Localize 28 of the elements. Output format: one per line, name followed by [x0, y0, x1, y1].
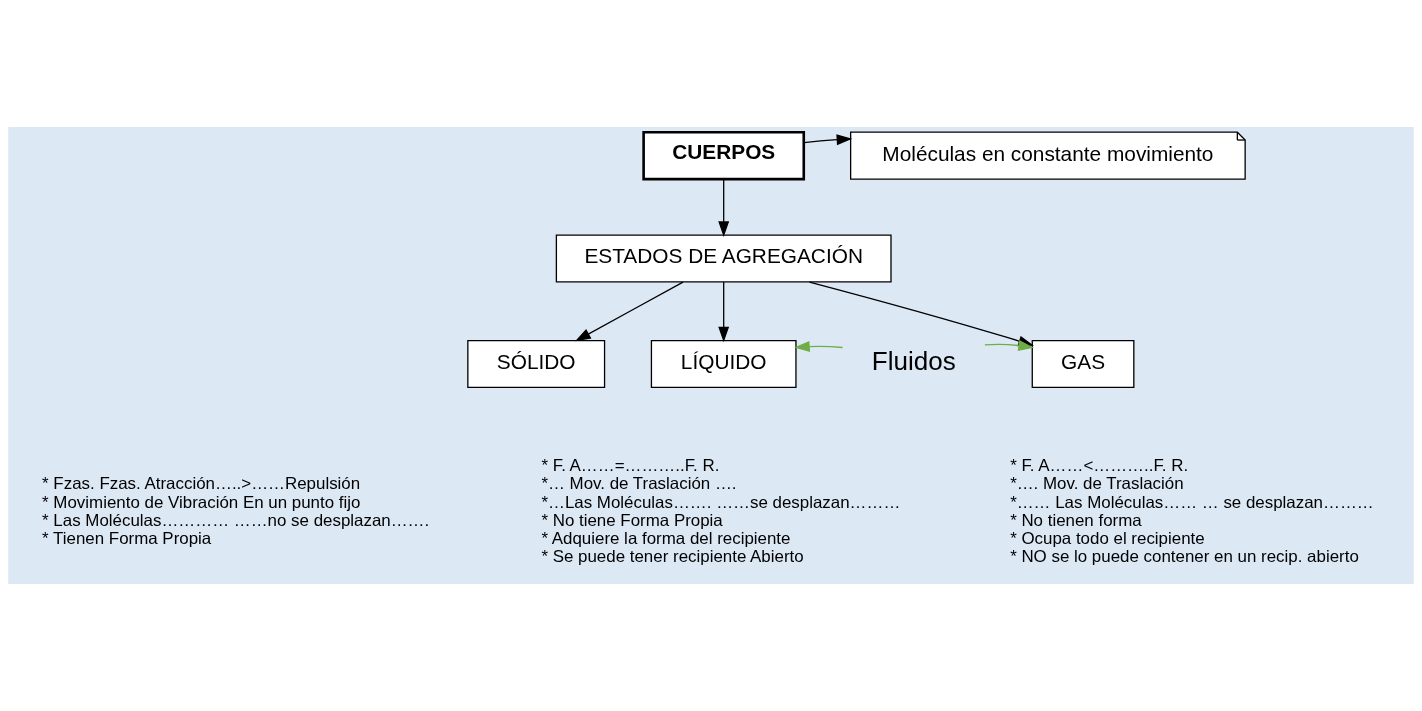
- arrow: [575, 281, 684, 342]
- node-label: * Ocupa todo el recipiente: [1010, 529, 1205, 549]
- node-label: *…Las Moléculas……. ……se desplazan………: [541, 492, 901, 512]
- node-label: *… Mov. de Traslación ….: [541, 474, 737, 494]
- node-box: GAS: [1031, 339, 1135, 389]
- node-label: * Las Moléculas………… ……no se desplazan…….: [42, 510, 430, 530]
- node-label: * NO se lo puede contener en un recip. abierto: [1010, 547, 1359, 567]
- node-label: * Tienen Forma Propia: [42, 529, 212, 549]
- node-label: * F. A……<………..F. R.: [1010, 456, 1189, 476]
- arrow: [718, 178, 730, 237]
- node-box: SÓLIDO: [467, 339, 606, 389]
- node-label: * No tienen forma: [1010, 510, 1142, 530]
- arrow: [718, 281, 730, 343]
- arrow: [984, 340, 1034, 351]
- node-label: * F. A……=………..F. R.: [541, 456, 720, 476]
- arrow: [803, 134, 853, 146]
- node-label: * Movimiento de Vibración En un punto fijo: [42, 492, 361, 512]
- node-text: Fluidos: [871, 346, 956, 377]
- node-label: *…. Mov. de Traslación: [1010, 474, 1184, 494]
- node-label: * Se puede tener recipiente Abierto: [541, 547, 804, 567]
- node-label: *…… Las Moléculas…… … se desplazan………: [1010, 492, 1374, 512]
- node-box: LÍQUIDO: [650, 339, 797, 389]
- arrow: [794, 341, 844, 352]
- node-label: * No tiene Forma Propia: [541, 510, 723, 530]
- node-box: CUERPOS: [642, 130, 806, 181]
- node-label: * Fzas. Fzas. Atracción…..>……Repulsión: [42, 474, 361, 494]
- node-label: * Adquiere la forma del recipiente: [541, 529, 791, 549]
- node-box: ESTADOS DE AGREGACIÓN: [555, 234, 892, 283]
